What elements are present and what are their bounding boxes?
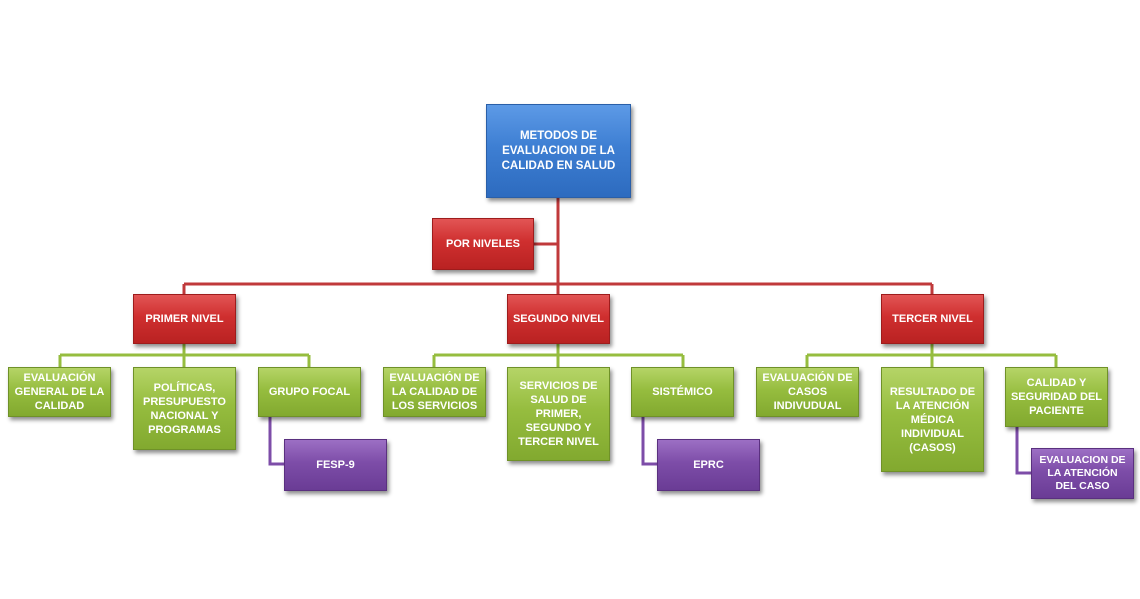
sub-node-fesp9: FESP-9 (284, 439, 387, 491)
child-node-grupo-focal: GRUPO FOCAL (258, 367, 361, 417)
child-node-resultado-atencion: RESULTADO DE LA ATENCIÓN MÉDICA INDIVIDU… (881, 367, 984, 472)
child-node-servicios-salud: SERVICIOS DE SALUD DE PRIMER, SEGUNDO Y … (507, 367, 610, 461)
level-node-primer: PRIMER NIVEL (133, 294, 236, 344)
connector-caso (1015, 427, 1032, 475)
sub-node-eprc: EPRC (657, 439, 760, 491)
connector-fesp9 (268, 416, 285, 466)
sub-node-evaluacion-caso: EVALUACION DE LA ATENCIÓN DEL CASO (1031, 448, 1134, 499)
level-node-segundo: SEGUNDO NIVEL (507, 294, 610, 344)
child-node-evaluacion-servicios: EVALUACIÓN DE LA CALIDAD DE LOS SERVICIO… (383, 367, 486, 417)
child-node-evaluacion-casos: EVALUACIÓN DE CASOS INDIVUDUAL (756, 367, 859, 417)
child-node-politicas: POLÍTICAS, PRESUPUESTO NACIONAL Y PROGRA… (133, 367, 236, 450)
connector-eprc (641, 416, 658, 466)
level-node-tercer: TERCER NIVEL (881, 294, 984, 344)
root-node: METODOS DE EVALUACION DE LA CALIDAD EN S… (486, 104, 631, 198)
child-node-evaluacion-general: EVALUACIÓN GENERAL DE LA CALIDAD (8, 367, 111, 417)
category-node: POR NIVELES (432, 218, 534, 270)
child-node-sistemico: SISTÉMICO (631, 367, 734, 417)
child-node-calidad-seguridad: CALIDAD Y SEGURIDAD DEL PACIENTE (1005, 367, 1108, 427)
